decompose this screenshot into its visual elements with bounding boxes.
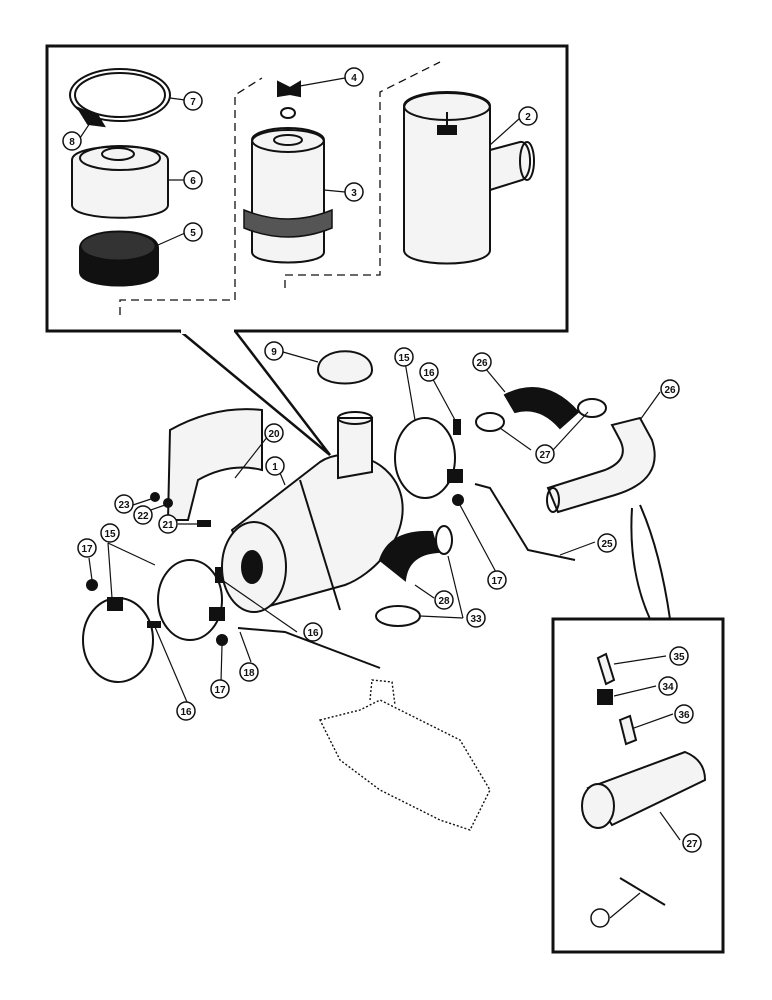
part-wing-nut [277, 80, 301, 119]
callout-6: 6 [183, 170, 203, 190]
callout-3: 3 [344, 182, 364, 202]
svg-text:33: 33 [470, 614, 482, 625]
callout-16-upper: 16 [419, 362, 439, 382]
callout-33: 36 [674, 704, 694, 724]
svg-text:1: 1 [272, 462, 278, 473]
part-cleaner-cap [71, 145, 169, 219]
part-brace-rod-right [474, 483, 576, 561]
callout-1: 1 [265, 456, 285, 476]
part-hose-clamp-left [475, 412, 505, 432]
part-hose-elbow-upper [503, 387, 580, 430]
callout-21: 23 [114, 494, 134, 514]
part-oil-cup [79, 230, 159, 287]
part-heat-shield [166, 408, 263, 521]
part-brace-rod-lower [237, 627, 381, 669]
svg-text:21: 21 [162, 520, 174, 531]
callout-35: 35 [669, 646, 689, 666]
callout-16-middle: 16 [303, 622, 323, 642]
callout-23: 25 [597, 533, 617, 553]
callouts: 4 2 7 8 6 3 5 9 15 16 26 26 27 20 1 23 2… [62, 67, 702, 928]
callout-16-lower: 16 [176, 701, 196, 721]
svg-text:2: 2 [525, 112, 531, 123]
part-air-cleaner-assembly [221, 411, 404, 613]
svg-text:7: 7 [190, 97, 196, 108]
part-clamp-middle [157, 559, 225, 641]
callout-8: 8 [62, 131, 82, 151]
svg-text:8: 8 [69, 137, 75, 148]
callout-26-inset: 27 [682, 833, 702, 853]
callout-34: 34 [658, 676, 678, 696]
svg-text:4: 4 [351, 73, 357, 84]
part-filter-element [243, 127, 333, 264]
svg-text:15: 15 [398, 353, 410, 364]
svg-text:22: 22 [137, 511, 149, 522]
svg-text:28: 28 [438, 596, 450, 607]
svg-text:15: 15 [104, 529, 116, 540]
callout-28: 33 [466, 608, 486, 628]
part-cleaner-body [403, 91, 535, 265]
callout-18: 20 [264, 423, 284, 443]
ghost-manifold [318, 699, 491, 831]
svg-text:20: 20 [268, 429, 280, 440]
callout-25: 26 [472, 352, 492, 372]
svg-text:25: 25 [601, 539, 613, 550]
part-hose-elbow-lower [378, 530, 440, 582]
svg-text:26: 26 [664, 385, 676, 396]
part-clamp-upper [394, 417, 463, 499]
callout-7: 7 [183, 91, 203, 111]
part-hose-clamp-upper [435, 525, 453, 555]
callout-27-lower: 28 [434, 590, 454, 610]
callout-20: 22 [133, 505, 153, 525]
svg-text:36: 36 [678, 710, 690, 721]
part-precleaner-cap [316, 350, 374, 385]
callout-15-upper: 15 [394, 347, 414, 367]
svg-text:23: 23 [118, 500, 130, 511]
svg-text:34: 34 [662, 682, 674, 693]
svg-text:17: 17 [81, 544, 93, 555]
svg-text:16: 16 [307, 628, 319, 639]
callout-4: 4 [344, 67, 364, 87]
callout-22: 18 [239, 662, 259, 682]
callout-27-upper: 27 [535, 444, 555, 464]
inset-box-tube-fitting [551, 504, 725, 954]
callout-17-bottom: 17 [210, 679, 230, 699]
part-small-hardware [86, 419, 464, 646]
svg-text:27: 27 [686, 839, 698, 850]
callout-15-lower: 15 [100, 523, 120, 543]
svg-text:27: 27 [539, 450, 551, 461]
callout-26-upper: 26 [660, 379, 680, 399]
svg-text:35: 35 [673, 652, 685, 663]
callout-5: 5 [183, 222, 203, 242]
callout-17-left: 17 [77, 538, 97, 558]
part-hose-clamp-right [577, 398, 607, 418]
svg-text:18: 18 [243, 668, 255, 679]
svg-text:9: 9 [271, 347, 277, 358]
callout-36 [590, 908, 610, 928]
leader-lines [79, 77, 681, 919]
svg-text:5: 5 [190, 228, 196, 239]
svg-text:26: 26 [476, 358, 488, 369]
part-clamp-lower [82, 597, 154, 683]
svg-text:17: 17 [214, 685, 226, 696]
part-clamp-ring [69, 68, 171, 128]
callout-17-right: 17 [487, 570, 507, 590]
svg-text:16: 16 [423, 368, 435, 379]
svg-text:6: 6 [190, 176, 196, 187]
svg-text:16: 16 [180, 707, 192, 718]
part-intake-tube [546, 416, 656, 514]
part-hose-clamp-lower [375, 605, 421, 627]
callout-9: 9 [264, 341, 284, 361]
svg-text:3: 3 [351, 188, 357, 199]
svg-text:17: 17 [491, 576, 503, 587]
callout-19: 21 [158, 514, 178, 534]
callout-2: 2 [518, 106, 538, 126]
